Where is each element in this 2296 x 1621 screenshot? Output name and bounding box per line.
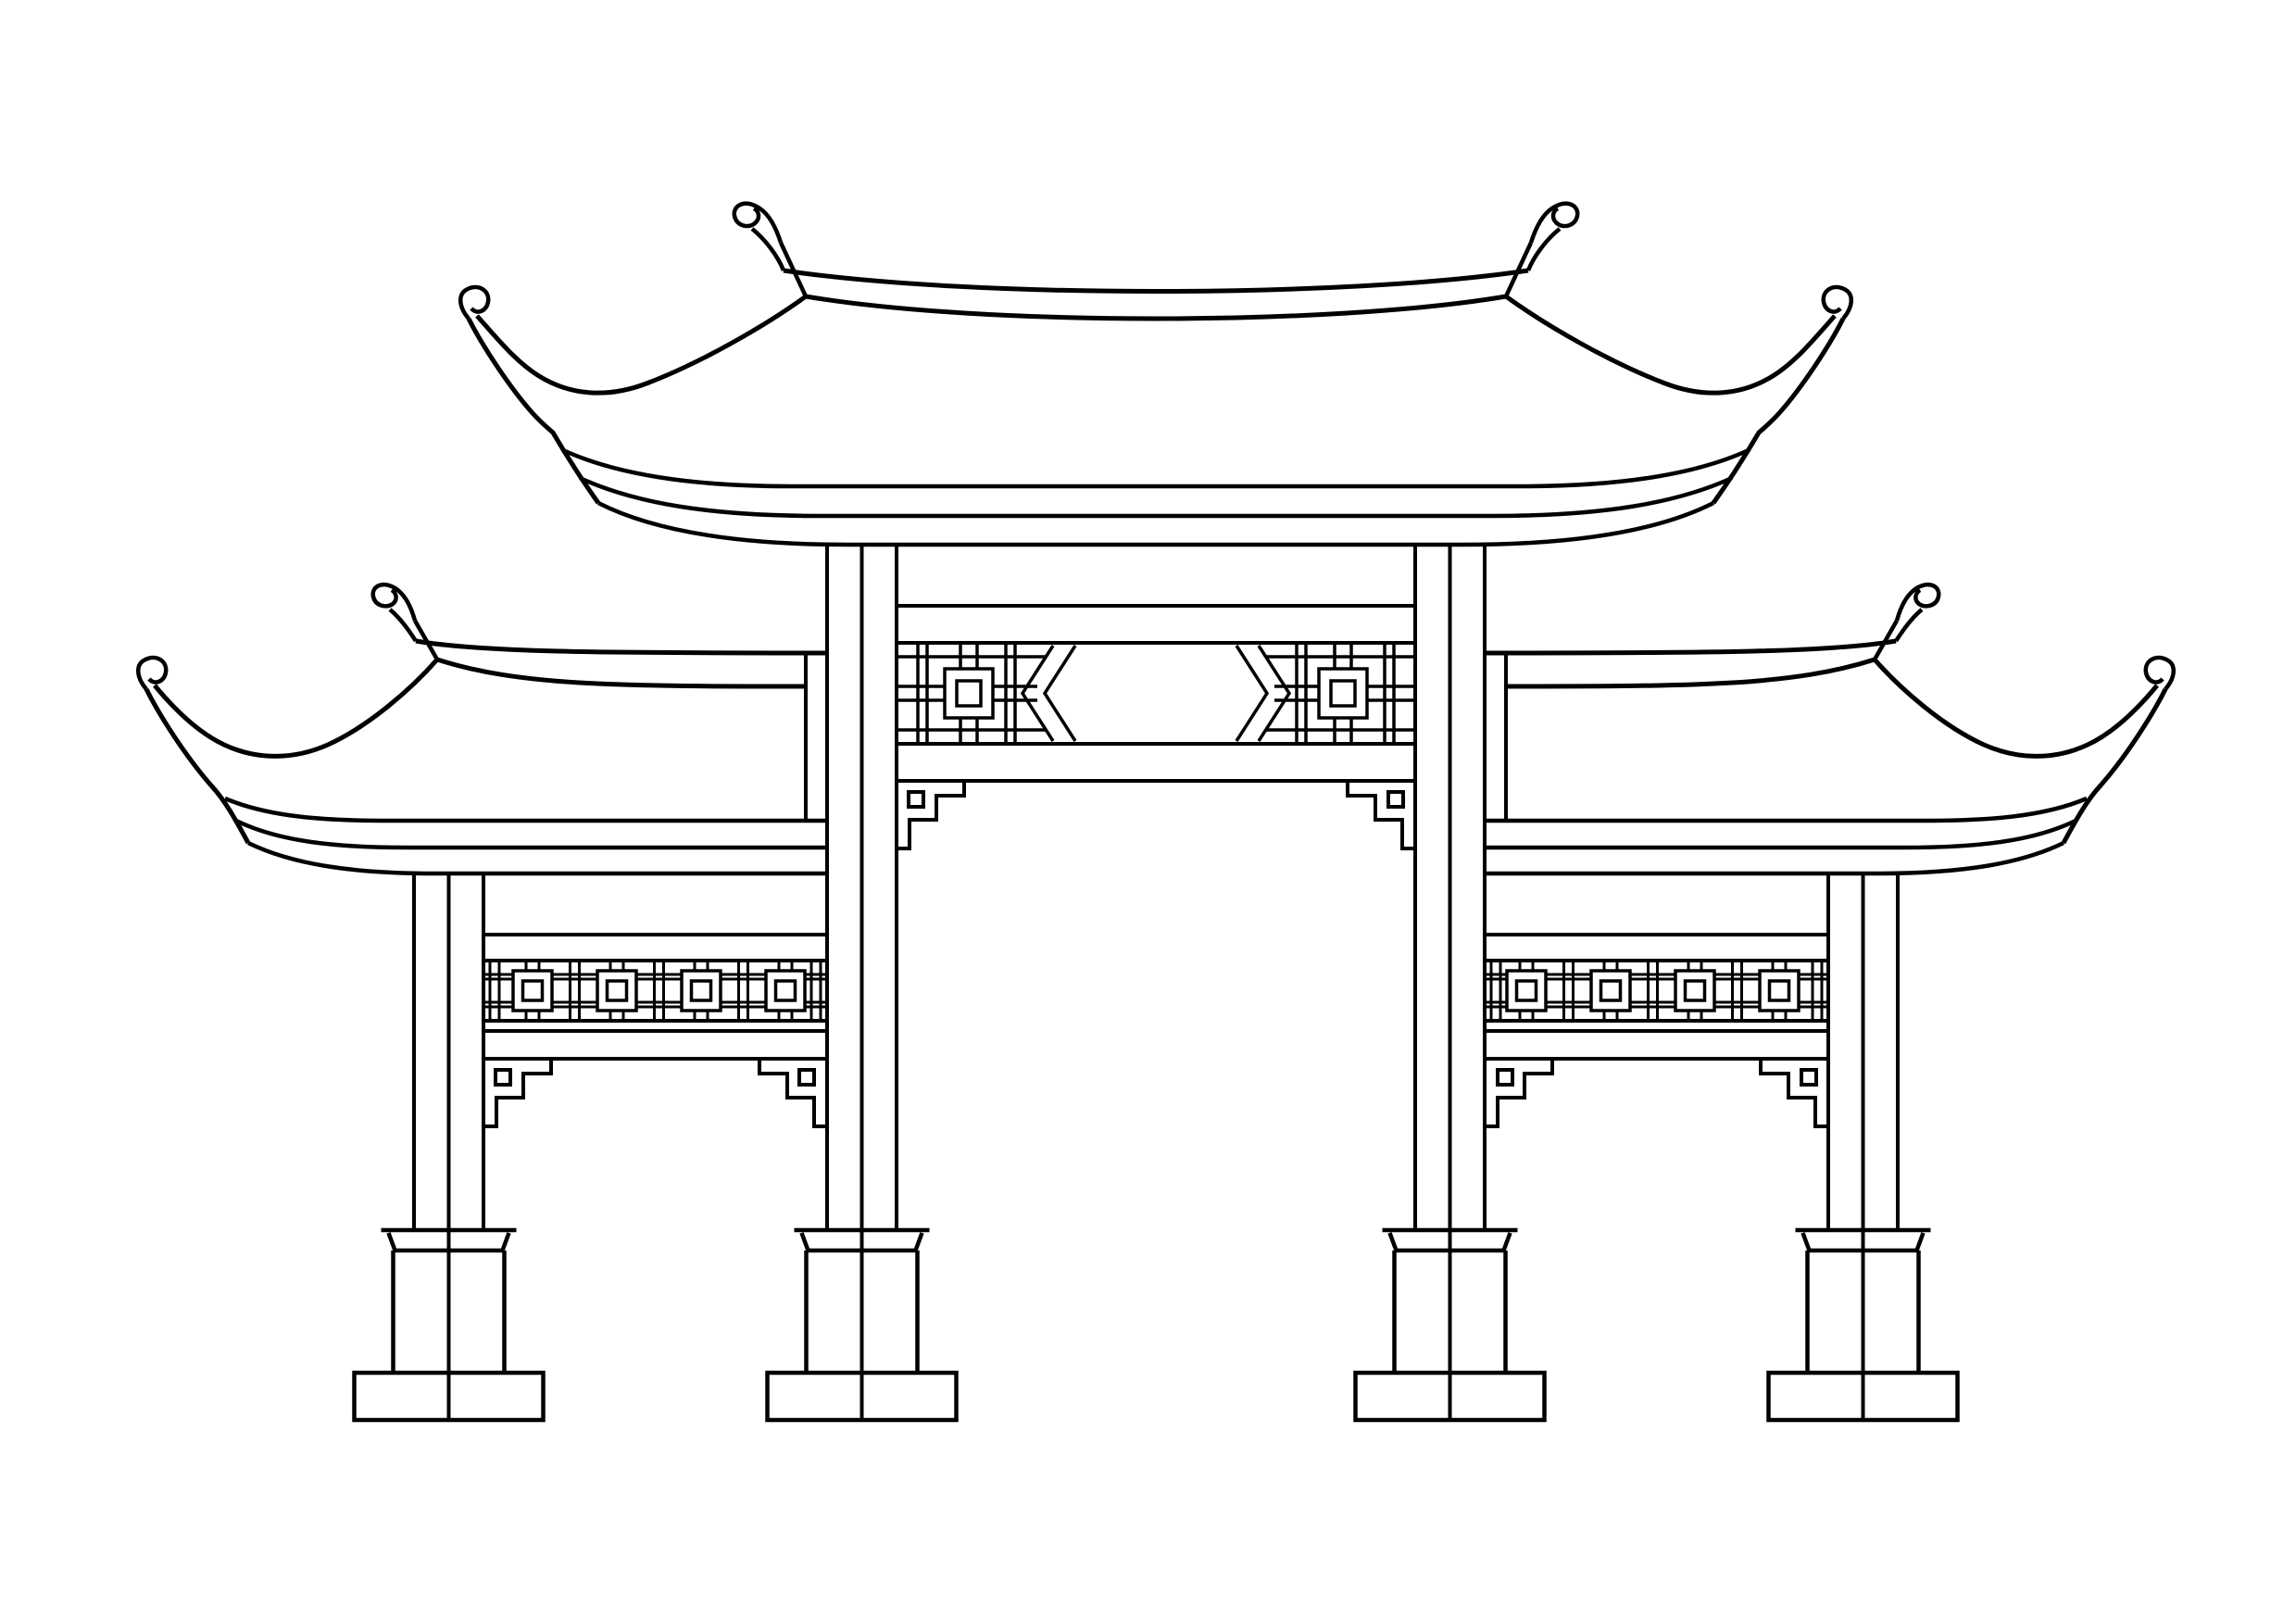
central-bay-cartouche-chevron-outer — [1020, 645, 1292, 742]
side-bay-knot-ticks-mirror — [1518, 961, 1788, 1021]
central-ridge-horn-hook — [732, 201, 784, 244]
side-bay-knot-outer-squares-mirror — [1505, 969, 1800, 1012]
central-ridge-bottom-edge — [805, 294, 1507, 321]
corbel-central-left — [897, 779, 966, 850]
side-roof-surface-edge — [153, 658, 439, 759]
side-bay-gap-ticks — [488, 961, 822, 1021]
side-bay-knot-outer-squares — [511, 969, 807, 1012]
central-roof-surface-edge-mirror — [1504, 294, 1837, 396]
pedestal-central-left — [765, 1227, 959, 1423]
central-ridge-end-slant — [778, 242, 809, 297]
central-ridge-horn-outer-mirror — [1525, 227, 1562, 271]
central-bay-knot-outer-squares — [943, 667, 1369, 720]
corbel-side-outer-left — [483, 1057, 553, 1128]
side-ridge-end-slant-mirror — [1873, 619, 1899, 661]
side-ridge-bottom-edge — [436, 657, 807, 689]
central-bay-knot-inner-squares — [955, 679, 1357, 708]
side-fascia-line-3 — [247, 840, 827, 876]
side-fascia-line-2 — [235, 818, 827, 850]
central-fascia-line-3 — [596, 500, 1715, 547]
side-fascia-line-1 — [224, 796, 827, 823]
pedestal-outer-left-mirror — [1766, 1227, 1960, 1423]
central-roof-surface-edge — [475, 294, 808, 396]
central-ridge-horn-hook-mirror — [1528, 201, 1580, 244]
column-outer-left-edges — [412, 873, 485, 1230]
central-eave-hook — [458, 284, 491, 320]
side-eave-outer-silhouette — [144, 687, 251, 845]
side-bay-knot-inner-squares — [521, 979, 797, 1002]
central-ridge-horn-outer — [750, 227, 786, 271]
side-ridge-horn-outer-mirror — [1894, 608, 1924, 643]
side-ridge-top-edge-mirror — [1484, 638, 1897, 656]
side-eave-outer-silhouette-mirror — [2061, 687, 2168, 845]
central-eave-hook-mirror — [1821, 284, 1853, 320]
side-bay-gap-ticks-mirror — [1489, 961, 1824, 1021]
central-eave-outer-silhouette — [466, 317, 601, 505]
column-outer-left-edges-mirror — [1826, 873, 1900, 1230]
corbel-side-outer-left-mirror — [1759, 1057, 1828, 1128]
pedestal-outer-left — [352, 1227, 546, 1423]
side-fascia-line-3-mirror — [1485, 840, 2064, 876]
side-fascia-line-2-mirror — [1485, 818, 2076, 850]
central-bay-cartouche-chevron-inner — [1042, 645, 1270, 742]
side-roof-surface-edge-mirror — [1873, 658, 2159, 759]
side-fascia-line-1-mirror — [1485, 796, 2088, 823]
central-eave-outer-silhouette-mirror — [1711, 317, 1846, 505]
central-bay-knot-ticks — [959, 643, 1353, 744]
central-bay-gap-ticks — [916, 643, 1396, 744]
side-bay-knot-ticks — [524, 961, 794, 1021]
side-ridge-top-edge — [415, 638, 828, 656]
central-fascia-line-2 — [579, 475, 1733, 519]
paifang-structure — [136, 201, 2176, 1423]
column-central-left-edges — [825, 545, 898, 1230]
central-ridge-end-slant-mirror — [1503, 242, 1534, 297]
side-ridge-horn-hook — [370, 582, 418, 622]
central-fascia-line-1 — [562, 447, 1750, 489]
corbel-side-inner-left-mirror — [1485, 1057, 1554, 1128]
side-ridge-horn-hook-mirror — [1894, 582, 1941, 622]
side-ridge-horn-outer — [388, 608, 418, 643]
side-eave-hook-mirror — [2143, 655, 2176, 691]
column-central-left-edges-mirror — [1413, 545, 1487, 1230]
side-eave-hook — [136, 655, 169, 691]
corbel-side-inner-left — [758, 1057, 827, 1128]
side-bay-knot-inner-squares-mirror — [1514, 979, 1791, 1002]
side-ridge-bottom-edge-mirror — [1505, 657, 1876, 689]
central-ridge-top-edge — [783, 268, 1529, 294]
pedestal-central-left-mirror — [1353, 1227, 1547, 1423]
side-ridge-end-slant — [413, 619, 439, 661]
corbel-central-left-mirror — [1346, 779, 1415, 850]
